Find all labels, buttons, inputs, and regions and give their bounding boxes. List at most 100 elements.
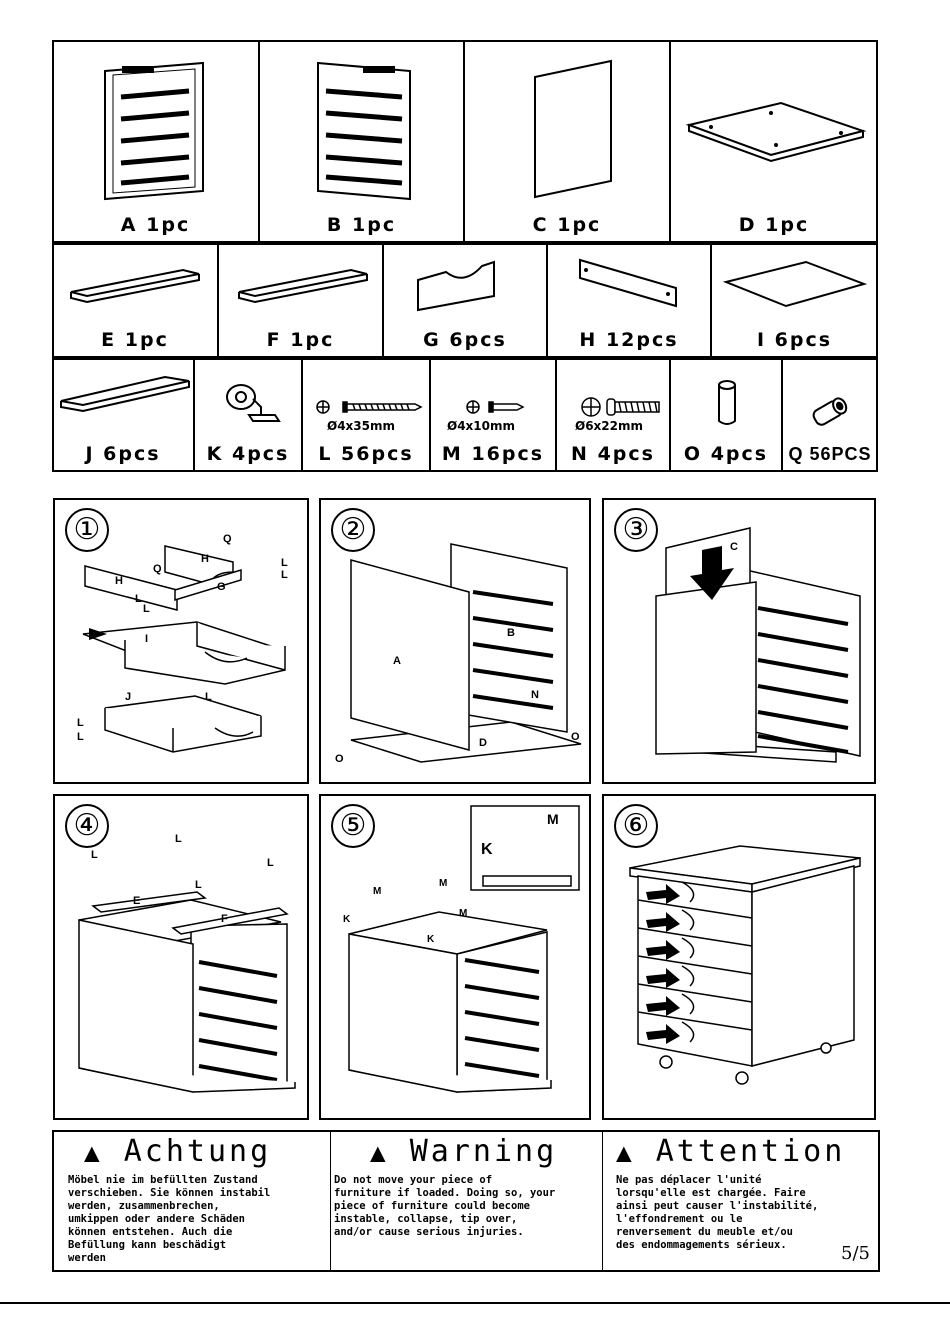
part-q-drawing (812, 397, 848, 426)
step-6-drawing (629, 845, 861, 1085)
part-n-label: N 4pcs (571, 443, 655, 465)
part-h-drawing (579, 258, 677, 308)
warning-box: ▲ Achtung Möbel nie im befüllten Zustand… (52, 1130, 880, 1272)
warning-col-de: ▲ Achtung Möbel nie im befüllten Zustand… (54, 1132, 331, 1270)
part-m-dim: Ø4x10mm (447, 419, 515, 433)
step-5-label: M (459, 908, 467, 919)
step-1-label: H (115, 575, 123, 587)
step-1-label: H (201, 553, 209, 565)
step-1-label: L (143, 603, 150, 615)
step-3-drawing: C (655, 527, 861, 763)
part-c-drawing (534, 59, 612, 199)
step-2-number: ② (331, 508, 375, 552)
warning-title-de: ▲ Achtung (84, 1134, 272, 1169)
step-1-label: I (145, 633, 148, 645)
step-2-drawing: A B N O D O (335, 543, 582, 765)
part-c-label: C 1pc (532, 214, 602, 236)
part-l-label: L 56pcs (318, 443, 414, 465)
step-1-drawing: Q H L L H G Q L L I J L L L (77, 533, 288, 753)
step-1-label: L (77, 717, 84, 729)
part-b-drawing (317, 61, 411, 201)
part-m-drawing (466, 400, 525, 414)
step-4-number: ④ (65, 804, 109, 848)
step-2-label: N (531, 689, 539, 701)
part-j-drawing (60, 375, 190, 413)
warning-triangle-icon: ▲ (370, 1138, 389, 1168)
part-h-cell: H 12pcs (547, 243, 711, 358)
warning-title-en: ▲ Warning (370, 1134, 558, 1169)
part-f-label: F 1pc (266, 329, 335, 351)
step-5-panel: ⑤ M K M K M K M (319, 794, 591, 1120)
step-2-label: B (507, 627, 515, 639)
part-g-drawing (417, 260, 495, 312)
part-i-drawing (722, 260, 868, 308)
part-o-drawing (718, 380, 736, 425)
step-3-panel: ③ C (602, 498, 876, 784)
step-2-label: A (393, 655, 401, 667)
part-n-dim: Ø6x22mm (575, 419, 643, 433)
warning-triangle-icon: ▲ (616, 1138, 635, 1168)
step-1-label: G (217, 581, 226, 593)
step-5-label: M (439, 878, 447, 889)
step-1-panel: ① Q H L L H G Q L L (53, 498, 309, 784)
step-5-number: ⑤ (331, 804, 375, 848)
step-4-label: L (267, 857, 274, 869)
step-3-number: ③ (614, 508, 658, 552)
step-1-label: L (135, 593, 142, 605)
part-o-label: O 4pcs (683, 443, 769, 465)
step-5-label: M (373, 886, 381, 897)
warning-triangle-icon: ▲ (84, 1138, 103, 1168)
step-1-label: L (77, 731, 84, 743)
step-4-label: L (91, 849, 98, 861)
part-g-label: G 6pcs (423, 329, 507, 351)
step-2-panel: ② A B N O D O (319, 498, 591, 784)
step-5-label: K (427, 934, 435, 945)
part-f-cell: F 1pc (218, 243, 383, 358)
part-q-label: Q 56PCS (788, 444, 872, 464)
part-l-cell: Ø4x35mm L 56pcs (302, 358, 430, 472)
part-f-drawing (238, 268, 368, 304)
part-i-cell: I 6pcs (711, 243, 878, 358)
part-n-drawing (581, 397, 660, 417)
down-arrow-icon (690, 546, 734, 600)
part-d-label: D 1pc (738, 214, 810, 236)
part-a-cell: A 1pc (52, 40, 259, 243)
part-a-drawing (104, 61, 204, 201)
step-5-drawing: M K M K M K M (343, 805, 580, 1093)
step-4-label: L (175, 833, 182, 845)
step-4-panel: ④ L L L L E F (53, 794, 309, 1120)
step-5-label: K (481, 841, 493, 858)
part-e-label: E 1pc (101, 329, 169, 351)
step-6-panel: ⑥ (602, 794, 876, 1120)
step-1-label: J (125, 691, 131, 703)
step-4-drawing: L L L L E F (78, 833, 296, 1093)
part-q-cell: Q 56PCS (782, 358, 878, 472)
part-j-cell: J 6pcs (52, 358, 194, 472)
part-h-label: H 12pcs (579, 329, 679, 351)
step-2-label: O (571, 731, 580, 743)
part-o-cell: O 4pcs (670, 358, 782, 472)
step-3-label: C (730, 541, 738, 553)
part-d-drawing (685, 101, 867, 163)
part-m-cell: Ø4x10mm M 16pcs (430, 358, 556, 472)
part-e-cell: E 1pc (52, 243, 218, 358)
part-k-cell: K 4pcs (194, 358, 302, 472)
page-number: 5/5 (841, 1243, 870, 1264)
step-2-label: D (479, 737, 487, 749)
step-1-label: L (205, 691, 212, 703)
step-4-label: E (133, 895, 140, 907)
step-1-label: Q (223, 533, 232, 545)
step-4-label: F (221, 913, 228, 925)
step-6-number: ⑥ (614, 804, 658, 848)
part-n-cell: Ø6x22mm N 4pcs (556, 358, 670, 472)
push-arrow-icon (646, 884, 680, 1044)
part-b-cell: B 1pc (259, 40, 464, 243)
part-m-label: M 16pcs (441, 443, 545, 465)
part-e-drawing (70, 268, 200, 304)
part-k-label: K 4pcs (206, 443, 290, 465)
step-1-label: L (281, 557, 288, 569)
page-bottom-rule (0, 1302, 950, 1304)
